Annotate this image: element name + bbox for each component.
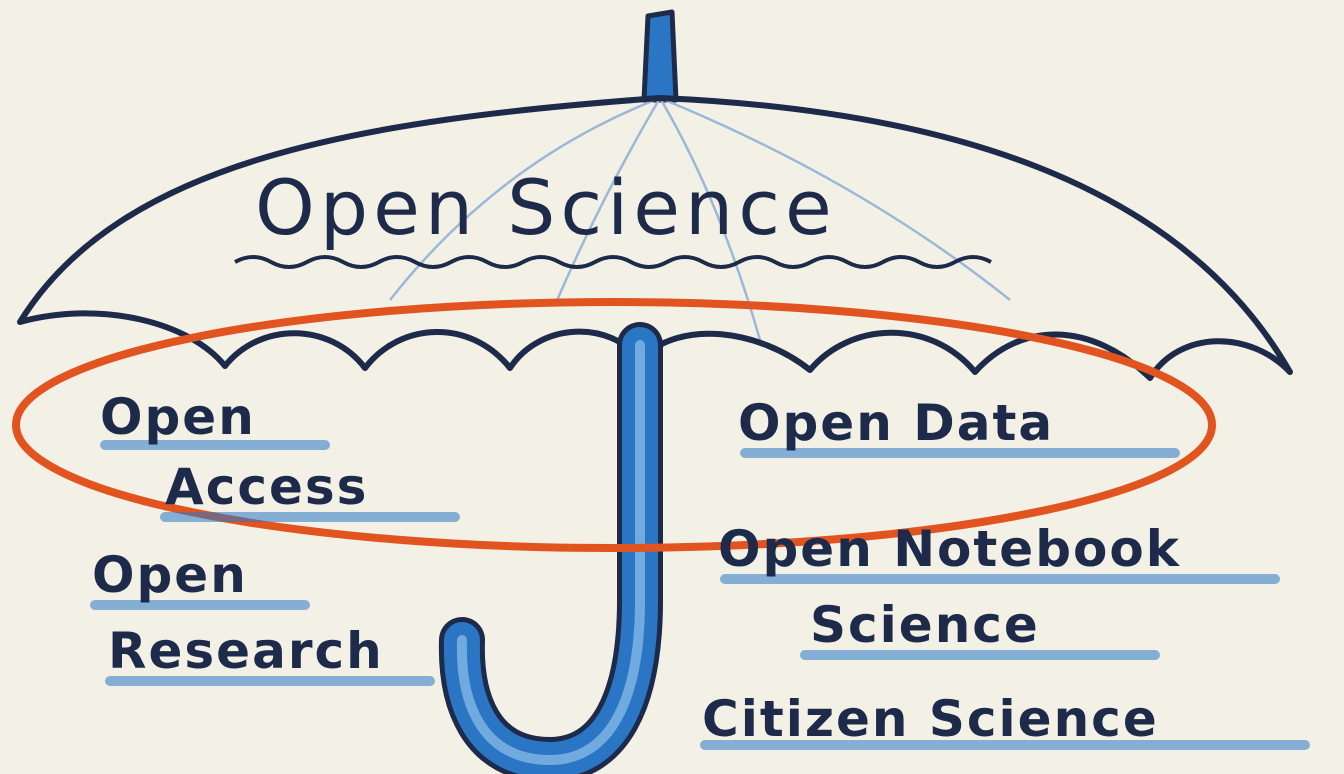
underline-smudge (160, 512, 460, 522)
label-open-notebook-line1: Open Notebook (718, 520, 1181, 578)
underline-smudge (720, 574, 1280, 584)
highlight-oval (12, 298, 1216, 552)
title-underline (234, 255, 992, 269)
underline-smudge (100, 440, 330, 450)
underline-smudge (800, 650, 1160, 660)
label-open-data: Open Data (738, 394, 1055, 452)
underline-smudge (90, 600, 310, 610)
label-open-access-line2: Access (165, 458, 369, 516)
label-open-research-line2: Research (108, 622, 384, 680)
label-open-notebook-line2: Science (810, 596, 1040, 654)
diagram-title: Open Science (255, 163, 837, 252)
underline-smudge (105, 676, 435, 686)
umbrella-canopy (17, 95, 1293, 381)
label-open-research-line1: Open (92, 546, 248, 604)
underline-smudge (700, 740, 1310, 750)
label-open-access-line1: Open (100, 388, 256, 446)
label-citizen-science: Citizen Science (702, 690, 1159, 748)
umbrella-tip (641, 9, 679, 103)
underline-smudge (740, 448, 1180, 458)
